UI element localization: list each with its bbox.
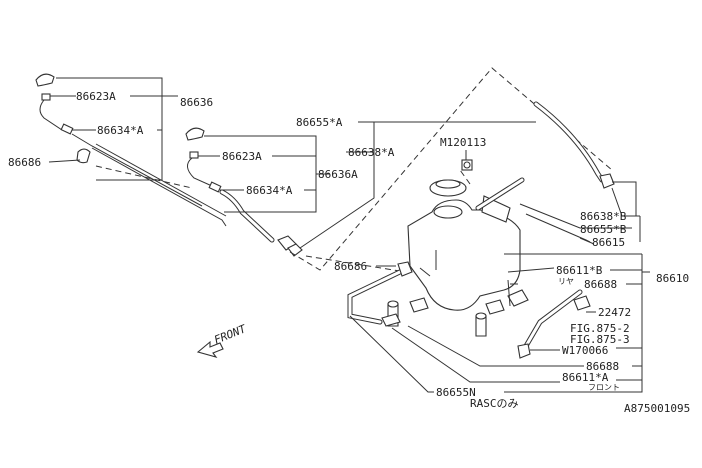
drawing-id: A875001095 [624,402,690,415]
callout-86638A: 86638*A [348,146,395,159]
callout-FIG875-3: FIG.875-3 [570,333,630,346]
callout-front: フロント [588,383,620,392]
washer-tank [407,159,525,311]
callout-86655B: 86655*B [580,223,627,236]
callout-86623A-2: 86623A [222,150,262,163]
callout-86655N: 86655N [436,386,476,399]
callout-86634A-1: 86634*A [97,124,144,137]
callout-86688-1: 86688 [584,278,617,291]
callout-RASC: RASCのみ [470,397,519,410]
callout-labels: 86623A 86636 86634*A 86686 86623A 86636A… [8,90,690,415]
callout-86638B: 86638*B [580,210,627,223]
callout-86611B: 86611*B [556,264,603,277]
callout-rear: リヤ [558,277,574,286]
callout-86611A: 86611*A [562,371,609,384]
callout-86688-2: 86688 [586,360,619,373]
washer-pumps [347,261,591,359]
callout-86636: 86636 [180,96,213,109]
front-arrow-icon [196,340,224,358]
callout-86636A: 86636A [318,168,358,181]
callout-86655A: 86655*A [296,116,343,129]
callout-86686-1: 86686 [8,156,41,169]
leader-lines [48,77,650,393]
callout-86686-2: 86686 [334,260,367,273]
front-label: FRONT [212,322,249,347]
callout-FIG875-2: FIG.875-2 [570,322,630,335]
callout-22472: 22472 [598,306,631,319]
callout-86634A-2: 86634*A [246,184,293,197]
callout-W170066: W170066 [562,344,608,357]
callout-M120113: M120113 [440,136,486,149]
callout-86623A-1: 86623A [76,90,116,103]
dashed-guide-lines [95,67,613,273]
callout-86615: 86615 [592,236,625,249]
hose-86655A [533,101,615,189]
callout-86610: 86610 [656,272,689,285]
